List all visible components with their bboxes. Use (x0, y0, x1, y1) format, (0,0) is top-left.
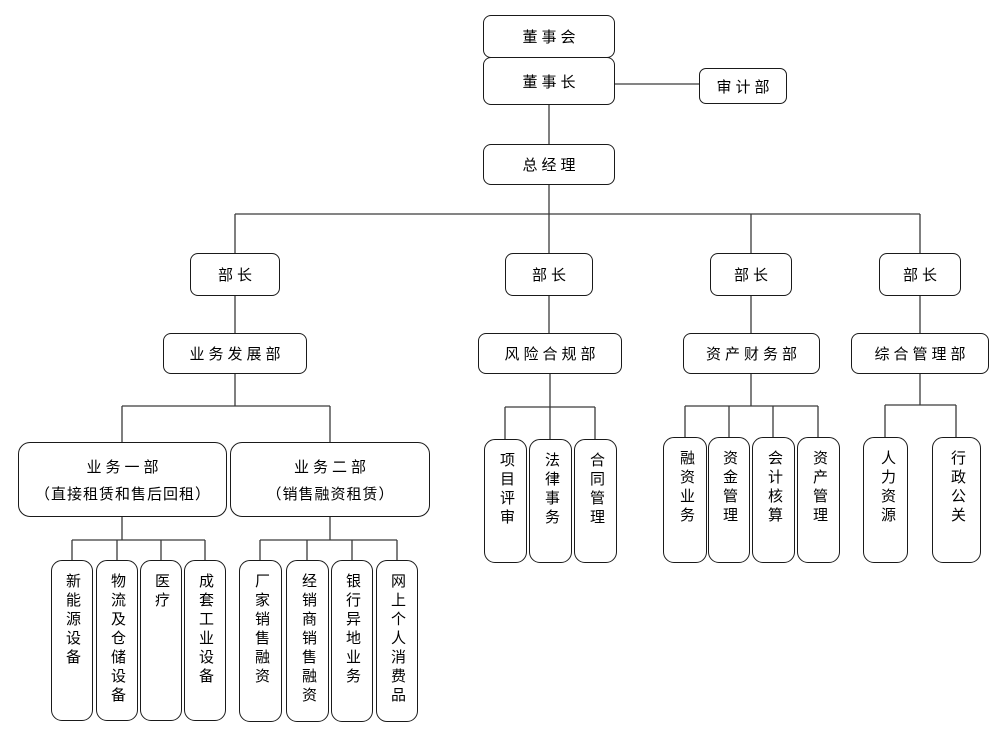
node-leaf-contract-management: 合同管理 (574, 439, 617, 563)
node-minister-4: 部长 (879, 253, 961, 296)
node-leaf-bank-remote-business: 银行异地业务 (331, 560, 373, 722)
node-dept-general-admin: 综合管理部 (851, 333, 989, 374)
node-leaf-fund-management: 资金管理 (708, 437, 750, 563)
node-business-unit-1: 业务一部 （直接租赁和售后回租） (18, 442, 227, 517)
node-leaf-manufacturer-sales-financing: 厂家销售融资 (239, 560, 282, 722)
node-leaf-dealer-sales-financing: 经销商销售融资 (286, 560, 329, 722)
business-unit-1-title: 业务一部 (86, 457, 163, 476)
node-leaf-medical: 医疗 (140, 560, 182, 721)
node-leaf-human-resources: 人力资源 (863, 437, 908, 563)
business-unit-2-subtitle: （销售融资租赁） (266, 484, 395, 503)
business-unit-2-title: 业务二部 (293, 457, 370, 476)
node-leaf-project-review: 项目评审 (484, 439, 527, 563)
node-leaf-complete-industrial-equipment: 成套工业设备 (184, 560, 226, 721)
node-dept-risk-compliance: 风险合规部 (478, 333, 622, 374)
node-leaf-asset-management: 资产管理 (797, 437, 840, 563)
node-leaf-accounting: 会计核算 (752, 437, 795, 563)
node-dept-asset-finance: 资产财务部 (683, 333, 820, 374)
business-unit-1-subtitle: （直接租赁和售后回租） (34, 484, 211, 503)
node-leaf-admin-public-relations: 行政公关 (932, 437, 981, 563)
node-leaf-online-personal-consumer-goods: 网上个人消费品 (376, 560, 418, 722)
node-dept-business-development: 业务发展部 (163, 333, 307, 374)
node-leaf-financing-business: 融资业务 (663, 437, 707, 563)
node-leaf-logistics-warehouse-equipment: 物流及仓储设备 (96, 560, 138, 721)
node-minister-3: 部长 (710, 253, 792, 296)
node-business-unit-2: 业务二部 （销售融资租赁） (230, 442, 430, 517)
node-leaf-new-energy-equipment: 新能源设备 (51, 560, 93, 721)
node-board: 董事会 (483, 15, 615, 58)
node-chairman: 董事长 (483, 57, 615, 105)
node-minister-1: 部长 (190, 253, 280, 296)
node-audit-dept: 审计部 (699, 68, 787, 104)
node-general-manager: 总经理 (483, 144, 615, 185)
node-minister-2: 部长 (505, 253, 593, 296)
node-leaf-legal-affairs: 法律事务 (529, 439, 572, 563)
